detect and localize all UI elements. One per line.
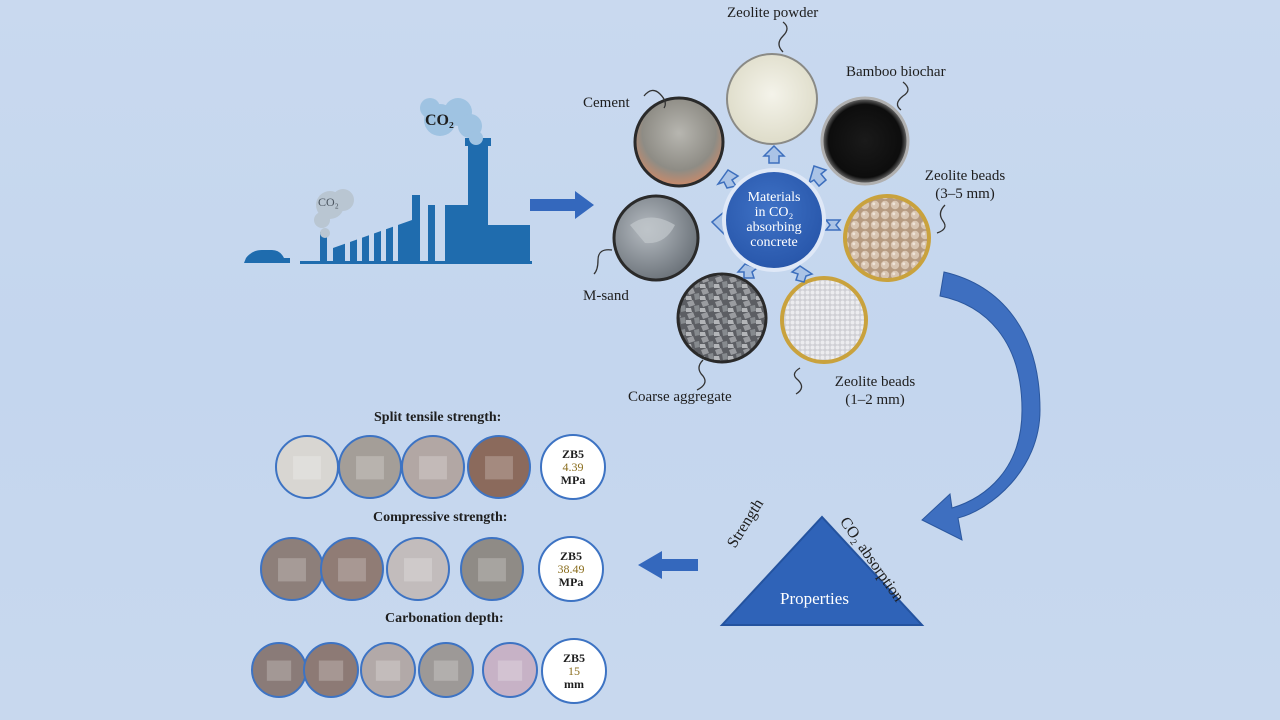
material-circle-bamboo-biochar <box>820 96 910 186</box>
co2-cloud-small <box>314 189 354 238</box>
specimen-highlight <box>404 558 432 582</box>
label-m-sand: M-sand <box>583 288 629 304</box>
label-connectors <box>593 21 946 395</box>
section-title-compressive: Compressive strength: <box>373 510 508 525</box>
value-unit: MPa <box>558 574 584 589</box>
value-id: ZB5 <box>562 650 585 665</box>
hub-line-4: concrete <box>750 235 798 250</box>
specimen-highlight <box>338 558 366 582</box>
specimen-highlight <box>278 558 306 582</box>
label-zeolite-beads-small: Zeolite beads (1–2 mm) <box>820 373 930 409</box>
specimen-highlight <box>356 456 384 480</box>
value-number: 15 <box>568 663 580 678</box>
specimen-highlight <box>293 456 321 480</box>
arrow-properties-to-results <box>638 551 698 579</box>
value-id: ZB5 <box>561 446 584 461</box>
specimen-highlight <box>497 660 523 681</box>
value-circle-carbonation: ZB5 15 mm <box>541 638 607 704</box>
specimen-photo <box>320 537 384 601</box>
curved-arrow-to-properties <box>921 271 1041 541</box>
hub-line-3: absorbing <box>746 220 802 235</box>
materials-hub: Materials in CO₂ absorbing concrete <box>722 168 826 272</box>
co2-label-top: CO₂ <box>425 112 454 129</box>
label-zeolite-beads-small-1: Zeolite beads <box>834 374 916 390</box>
material-circle-zeolite-beads-large <box>843 194 931 282</box>
specimen-highlight <box>318 660 344 681</box>
co2-label-small: CO₂ <box>318 195 339 209</box>
specimen-highlight <box>375 660 401 681</box>
value-circle-split-tensile: ZB5 4.39 MPa <box>540 434 606 500</box>
material-circle-coarse-aggregate <box>676 272 768 364</box>
section-title-split-tensile: Split tensile strength: <box>374 410 502 425</box>
value-circle-compressive: ZB5 38.49 MPa <box>538 536 604 602</box>
factory-illustration <box>244 138 532 264</box>
specimen-photo <box>418 642 474 698</box>
specimen-highlight <box>266 660 292 681</box>
value-id: ZB5 <box>559 548 582 563</box>
label-zeolite-powder: Zeolite powder <box>727 5 819 21</box>
value-unit: mm <box>564 676 584 691</box>
label-cement: Cement <box>583 95 630 111</box>
specimen-highlight <box>419 456 447 480</box>
section-title-carbonation: Carbonation depth: <box>385 611 504 626</box>
label-bamboo-biochar: Bamboo biochar <box>846 64 946 80</box>
label-coarse-aggregate: Coarse aggregate <box>628 389 732 405</box>
co2-cloud-top <box>420 98 483 145</box>
specimen-photo <box>460 537 524 601</box>
specimen-photo <box>386 537 450 601</box>
hub-arrows <box>710 144 842 283</box>
specimen-photo <box>467 435 531 499</box>
arrow-factory-to-materials <box>530 191 594 219</box>
value-number: 38.49 <box>557 561 585 576</box>
specimen-photo <box>303 642 359 698</box>
specimen-photo <box>482 642 538 698</box>
label-zeolite-beads-large-1: Zeolite beads <box>924 168 1006 184</box>
specimen-photo <box>401 435 465 499</box>
triangle-center-label: Properties <box>780 589 849 608</box>
specimen-highlight <box>433 660 459 681</box>
material-circle-cement <box>633 96 725 188</box>
material-circle-m-sand <box>612 194 700 282</box>
value-number: 4.39 <box>562 459 584 474</box>
label-zeolite-beads-small-2: (1–2 mm) <box>845 392 905 408</box>
material-circle-zeolite-beads-small <box>780 276 868 364</box>
properties-triangle <box>719 515 925 626</box>
label-zeolite-beads-large-2: (3–5 mm) <box>935 186 995 202</box>
value-unit: MPa <box>560 472 586 487</box>
specimen-photo <box>360 642 416 698</box>
material-circle-zeolite-powder <box>726 53 818 145</box>
label-zeolite-beads-large: Zeolite beads (3–5 mm) <box>910 167 1020 203</box>
hub-line-1: Materials <box>747 190 801 205</box>
specimen-highlight <box>485 456 513 480</box>
hub-line-2: in CO₂ <box>754 205 794 220</box>
specimen-highlight <box>478 558 506 582</box>
